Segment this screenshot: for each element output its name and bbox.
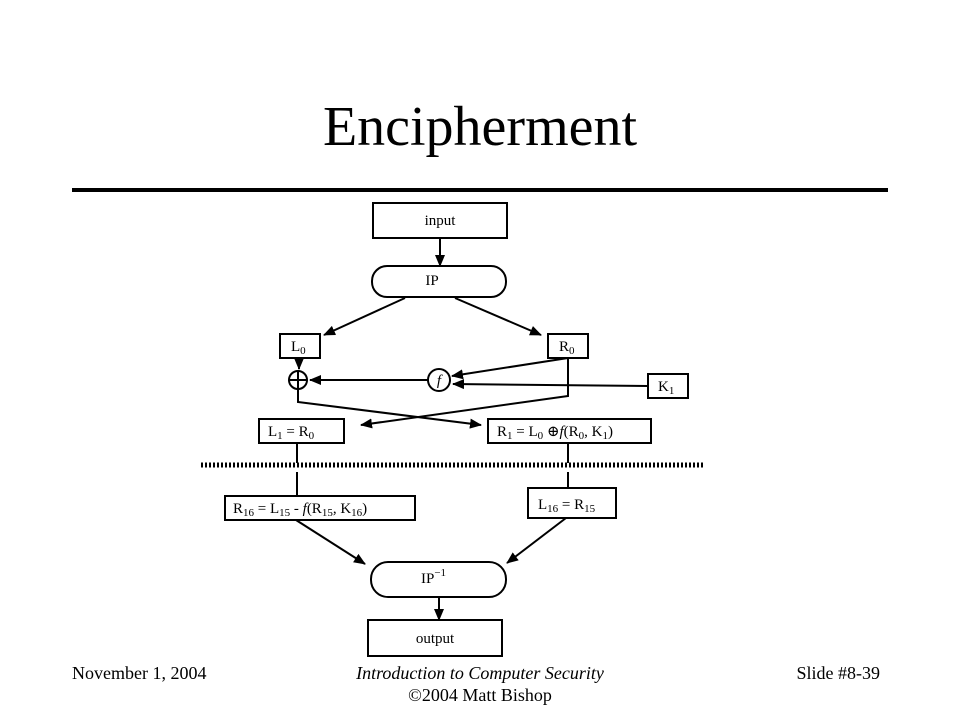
r16-box bbox=[224, 495, 416, 521]
footer-course-title: Introduction to Computer Security bbox=[356, 663, 604, 683]
arrow-ip-to-r0 bbox=[454, 297, 542, 336]
arrow-r16-to-ipinv bbox=[295, 519, 366, 565]
r16-label: R16 = L15 - f(R15, K16) bbox=[233, 501, 367, 519]
footer-slide-number: Slide #8-39 bbox=[796, 663, 881, 683]
l1-box bbox=[258, 418, 345, 444]
l16-box bbox=[527, 487, 617, 519]
output-label: output bbox=[416, 631, 455, 647]
footer-author: ©2004 Matt Bishop bbox=[408, 685, 552, 705]
ip-label: IP bbox=[425, 273, 438, 289]
arrow-l16-to-ipinv bbox=[506, 517, 567, 564]
r1-box bbox=[487, 418, 652, 444]
r1-label: R1 = L0 ⊕f(R0, K1) bbox=[497, 424, 613, 442]
l16-label: L16 = R15 bbox=[538, 497, 596, 515]
slide-title: Encipherment bbox=[322, 96, 638, 158]
f-label: f bbox=[437, 373, 443, 389]
ip-inverse-label: IP−1 bbox=[421, 567, 446, 587]
arrow-ip-to-l0 bbox=[323, 297, 406, 336]
title-rule bbox=[72, 188, 888, 192]
ip-box bbox=[371, 265, 507, 298]
l1-label: L1 = R0 bbox=[268, 424, 315, 442]
line-r0-down bbox=[360, 358, 569, 429]
footer-course: Introduction to Computer Security ©2004 … bbox=[280, 662, 680, 706]
r0-label: R0 bbox=[559, 339, 575, 357]
arrow-k1-to-f bbox=[452, 379, 649, 390]
k1-label: K1 bbox=[658, 379, 674, 397]
input-label: input bbox=[425, 213, 457, 229]
l0-label: L0 bbox=[291, 339, 306, 357]
line-xor-down bbox=[297, 389, 482, 429]
arrow-r0-to-f bbox=[451, 357, 569, 380]
footer-date: November 1, 2004 bbox=[72, 663, 207, 683]
